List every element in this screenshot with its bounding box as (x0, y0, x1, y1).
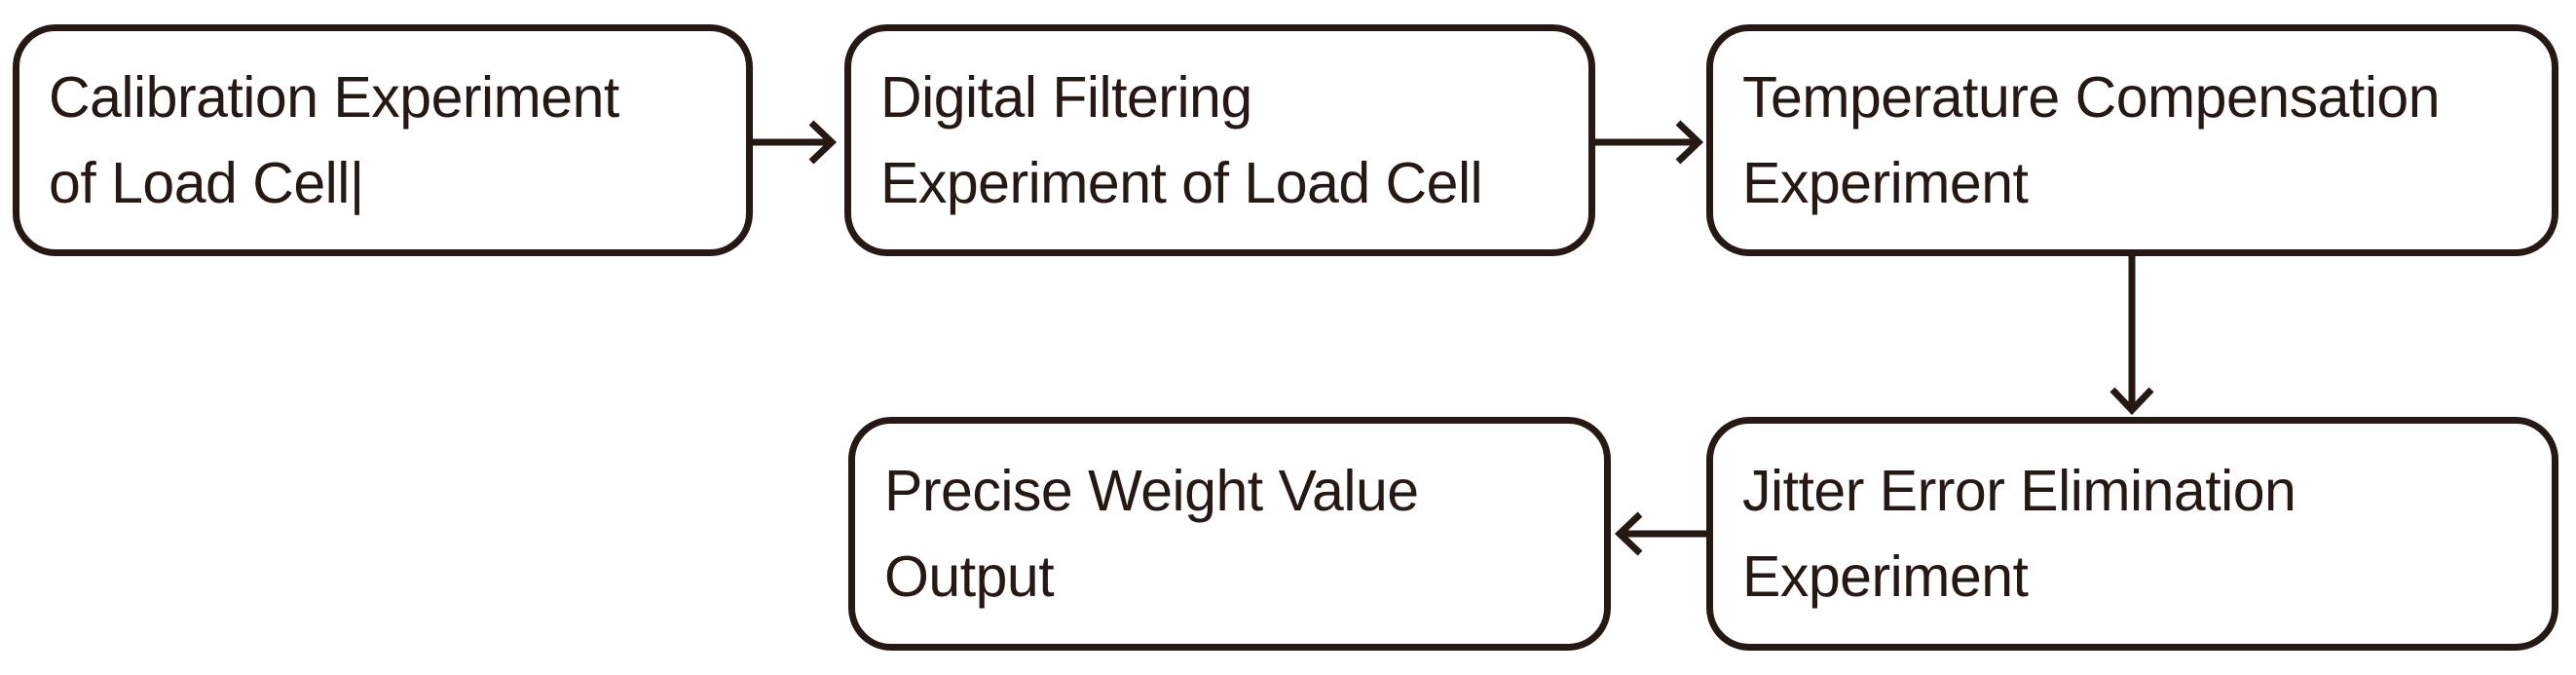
node-label-line: Temperature Compensation (1742, 65, 2441, 130)
node-label-line: Precise Weight Value (884, 459, 1419, 523)
node-label-line: Experiment (1742, 151, 2029, 215)
node-label-line: Calibration Experiment (49, 65, 619, 130)
flow-node-precise-weight-output: Precise Weight Value Output (848, 417, 1611, 651)
arrow-temperature-to-jitter (2109, 256, 2154, 416)
node-label-line: Digital Filtering (880, 65, 1252, 130)
node-label-line: Experiment of Load Cell (880, 151, 1483, 215)
arrow-jitter-to-output (1614, 511, 1706, 556)
node-label-line: of Load Cell| (49, 151, 364, 215)
flow-node-temperature-compensation-experiment: Temperature Compensation Experiment (1706, 24, 2558, 256)
flow-node-jitter-error-elimination-experiment: Jitter Error Elimination Experiment (1706, 417, 2558, 651)
node-label-line: Jitter Error Elimination (1742, 459, 2296, 523)
arrow-calibration-to-filtering (753, 120, 838, 165)
node-label-line: Output (884, 544, 1055, 609)
arrow-filtering-to-temperature (1595, 120, 1704, 165)
flow-node-digital-filtering-experiment: Digital Filtering Experiment of Load Cel… (844, 24, 1595, 256)
node-label-line: Experiment (1742, 544, 2029, 609)
flow-node-calibration-experiment: Calibration Experiment of Load Cell| (13, 24, 753, 256)
